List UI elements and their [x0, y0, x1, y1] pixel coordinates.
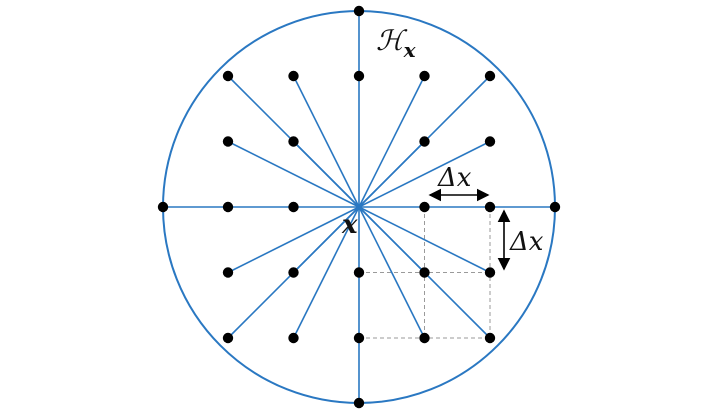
delta-x-right-label: Δx: [509, 227, 544, 257]
grid-point: [222, 267, 234, 278]
ray-line: [358, 75, 426, 208]
ray-line: [358, 140, 491, 208]
hx-label: ℋx: [376, 24, 417, 62]
grid-point: [419, 201, 430, 213]
boundary-point: [353, 397, 365, 409]
grid-point: [222, 201, 234, 213]
grid-point: [288, 201, 299, 213]
grid-point: [222, 70, 234, 82]
hx-subscript: x: [403, 38, 417, 62]
grid-point: [353, 267, 365, 278]
boundary-point: [549, 201, 561, 213]
hx-script-symbol: ℋ: [376, 24, 408, 57]
grid-point: [288, 136, 299, 147]
grid-point: [484, 201, 496, 213]
grid-point: [222, 136, 234, 147]
center-point-label: x: [341, 210, 358, 240]
boundary-point: [157, 201, 169, 213]
grid-point: [353, 70, 365, 82]
grid-point: [419, 332, 430, 344]
ray-line: [227, 206, 360, 274]
ray-line: [292, 75, 360, 208]
ray-line: [358, 206, 426, 339]
grid-point: [288, 267, 299, 278]
delta-x-top-label: Δx: [437, 163, 472, 193]
ray-line: [358, 140, 426, 208]
ray-line: [292, 140, 360, 208]
rays: [163, 11, 555, 403]
grid-point: [353, 332, 365, 344]
grid-point: [484, 136, 496, 147]
ray-line: [227, 140, 360, 208]
grid-point: [419, 267, 430, 278]
grid-point: [419, 70, 430, 82]
boundary-point: [353, 5, 365, 17]
grid-point: [484, 332, 496, 344]
grid-point: [484, 70, 496, 82]
grid-point: [419, 136, 430, 147]
grid-point: [484, 267, 496, 278]
grid-points: [157, 5, 561, 409]
ray-line: [292, 206, 360, 339]
grid-point: [288, 332, 299, 344]
ray-line: [358, 206, 491, 274]
grid-point: [288, 70, 299, 82]
grid-point: [222, 332, 234, 344]
